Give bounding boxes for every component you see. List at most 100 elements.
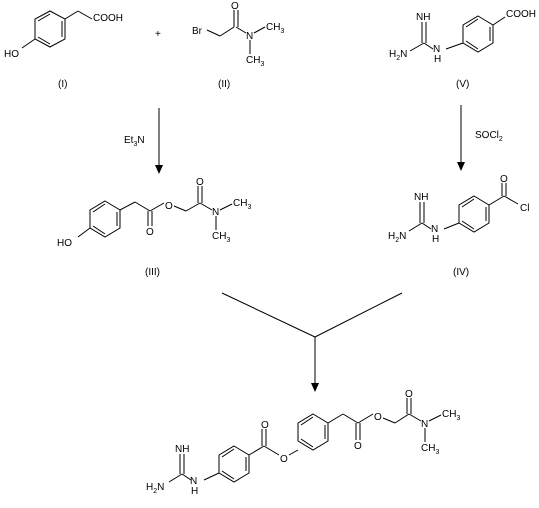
compound-i-double-bond [37, 13, 51, 22]
compound-iii-oxygen: O [196, 177, 204, 188]
product-oxygen: O [261, 420, 269, 431]
compound-iv-bond [488, 195, 505, 206]
compound-v-bond [423, 42, 434, 50]
imine-label: NH [175, 444, 189, 455]
nh-h: H [432, 234, 439, 245]
methyl-label: CH3 [246, 55, 264, 68]
reagent-socl2-sub: 2 [499, 136, 503, 143]
methyl-subscript: 3 [280, 28, 284, 35]
compound-ii-oxygen: O [231, 1, 239, 12]
chlorine-label: Cl [520, 203, 529, 214]
product-bond [394, 413, 410, 424]
amine-label: H2N [388, 231, 406, 244]
product-ring-left [218, 445, 250, 483]
product-bond [357, 413, 374, 424]
reagent-et3n-sub: 3 [133, 141, 137, 148]
product-bond [408, 413, 422, 422]
product-bond [428, 414, 442, 422]
methyl-label: CH3 [233, 198, 251, 211]
methyl-label: CH3 [266, 22, 284, 35]
nh-h: H [434, 54, 441, 65]
methyl-subscript: 3 [456, 415, 460, 422]
compound-i-ring [34, 10, 66, 48]
compound-i: HO COOH (I) [4, 10, 123, 90]
nh-n: N [431, 224, 438, 235]
methyl-text: CH [266, 22, 280, 33]
compound-iii: HO O O O N CH3 CH3 (III) [57, 177, 251, 278]
arrow-head [155, 165, 163, 174]
product: NH H2N N H O O O O O N CH3 CH3 [146, 389, 460, 497]
product-double-bond [221, 448, 235, 458]
product-bond [248, 445, 265, 456]
converging-line-left [221, 292, 316, 338]
methyl-subscript: 3 [435, 449, 439, 456]
product-bond [263, 445, 280, 456]
compound-iii-oxygen: O [146, 227, 154, 238]
product-bond-nh [203, 472, 220, 481]
compound-iv: NH H2N N H O Cl (IV) [388, 174, 529, 278]
reagent-et3n-post: N [137, 135, 144, 146]
compound-ii-label: (II) [218, 79, 230, 90]
ester-oxygen-label: O [374, 412, 382, 423]
ester-oxygen-label: O [165, 201, 173, 212]
compound-i-label: (I) [58, 79, 67, 90]
compound-ii-bond [235, 26, 247, 34]
methyl-text: CH [233, 198, 247, 209]
amine-subscript: 2 [395, 237, 399, 244]
compound-iii-bond [219, 203, 233, 211]
amine-n: N [157, 482, 164, 493]
amine-h: H [389, 49, 396, 60]
amine-n: N [400, 49, 407, 60]
compound-iii-bond-oh [77, 227, 91, 238]
compound-iii-bond [119, 201, 136, 211]
compound-iii-bond [199, 202, 213, 211]
compound-i-bond-oh [21, 38, 36, 49]
compound-iii-bond [134, 201, 151, 212]
compound-iv-bond [408, 222, 423, 232]
compound-v-label: (V) [456, 79, 469, 90]
compound-iii-bond [149, 202, 165, 212]
bromine-label: Br [192, 26, 203, 37]
imine-label: NH [414, 192, 428, 203]
product-bond [327, 413, 344, 424]
product-double-bond [300, 416, 314, 426]
product-double-bond [300, 438, 314, 448]
compound-ii-bond [206, 29, 221, 37]
methyl-label: CH3 [421, 443, 439, 456]
compound-iii-bond [173, 205, 187, 212]
arrow-head [457, 162, 465, 171]
product-oxygen: O [405, 389, 413, 400]
compound-iv-label: (IV) [453, 267, 469, 278]
product-bond [168, 473, 183, 483]
compound-iii-double-bond [92, 225, 106, 235]
ester-oxygen-label: O [280, 454, 288, 465]
reagent-et3n: Et3N [124, 135, 145, 148]
product-bond [181, 473, 192, 481]
carboxyl-label: COOH [93, 13, 123, 24]
carbonyl-oxygen: O [500, 174, 508, 185]
compound-iv-double-bond [461, 198, 475, 208]
compound-v-bond-cooh [492, 16, 506, 26]
compound-iv-ring [458, 195, 490, 233]
amine-label: H2N [389, 49, 407, 62]
product-bond [288, 449, 299, 456]
methyl-text: CH [212, 231, 226, 242]
methyl-text: CH [421, 443, 435, 454]
reagent-socl2: SOCl2 [475, 130, 503, 143]
methyl-text: CH [442, 409, 456, 420]
nh-n: N [433, 44, 440, 55]
methyl-subscript: 3 [260, 61, 264, 68]
plus-sign: + [155, 29, 161, 40]
methyl-text: CH [246, 55, 260, 66]
compound-ii: Br O N CH3 CH3 (II) [192, 1, 284, 90]
compound-ii-bond [253, 26, 266, 34]
compound-v: NH H2N N H COOH (V) [389, 9, 536, 90]
amine-h: H [388, 231, 395, 242]
product-bond [342, 413, 359, 424]
compound-v-double-bond [465, 18, 479, 28]
amine-subscript: 2 [396, 55, 400, 62]
hydroxyl-label: HO [4, 49, 19, 60]
nh-n: N [190, 476, 197, 487]
reagent-socl2-pre: SOCl [475, 130, 499, 141]
